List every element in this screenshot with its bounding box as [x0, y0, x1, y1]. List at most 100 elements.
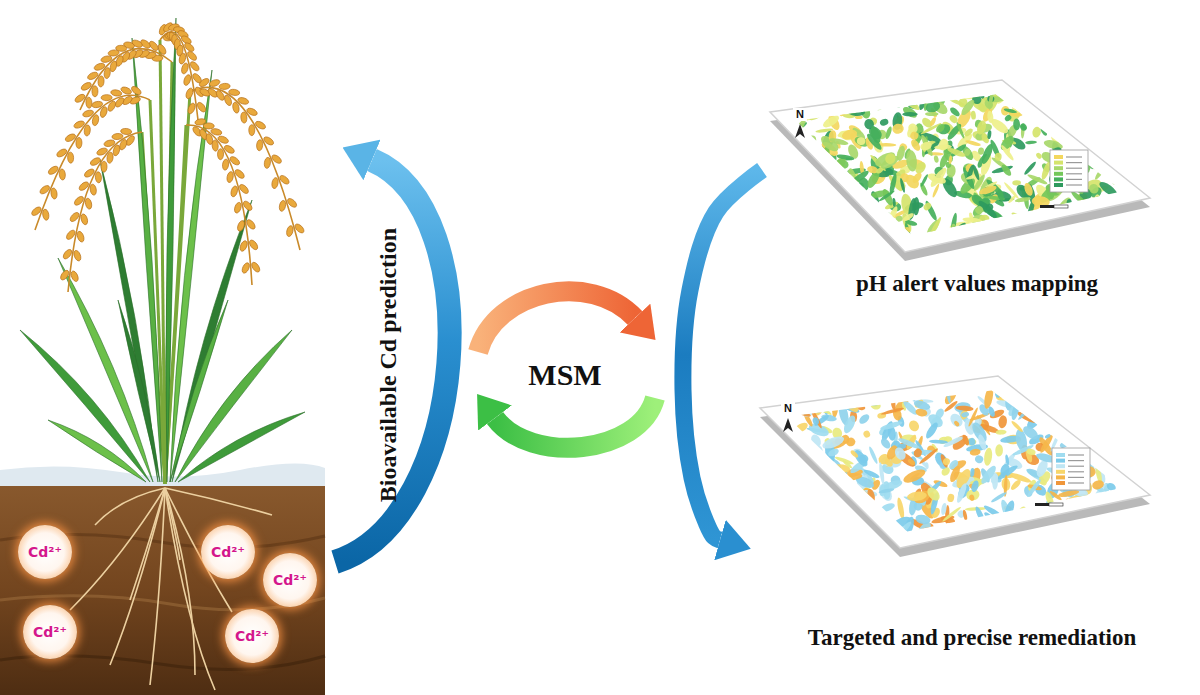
map-patch: [816, 163, 824, 175]
arrow-label: Bioavailable Cd prediction: [373, 185, 403, 545]
rice-grain: [89, 156, 102, 167]
map-patch: [878, 462, 885, 485]
map-patch: [847, 502, 862, 513]
root: [130, 488, 165, 600]
map-patch: [941, 506, 962, 523]
map-patch: [1115, 506, 1124, 514]
map-patch: [1109, 165, 1128, 187]
map-patch: [951, 224, 956, 231]
map-patch: [809, 96, 815, 107]
rice-grain: [67, 152, 73, 163]
rice-grain: [130, 85, 142, 96]
rice-grain: [86, 97, 93, 108]
map-patch: [1115, 134, 1126, 145]
panicle-stalk: [80, 49, 172, 110]
rice-grain: [99, 106, 108, 118]
map-patch: [995, 429, 1006, 435]
map-patch: [953, 520, 972, 537]
map-patch: [1063, 386, 1078, 403]
map-patch: [978, 221, 1002, 240]
legend-swatch-mini: [1054, 177, 1063, 181]
map-patch: [978, 223, 989, 245]
map-patch: [1093, 194, 1101, 207]
legend-line-mini: [1066, 162, 1082, 163]
rice-grain: [62, 248, 74, 260]
map-patch: [821, 113, 841, 129]
rice-grain: [229, 155, 241, 166]
panicle-stalk: [35, 95, 150, 230]
map-patch: [789, 513, 799, 524]
map-patch: [1022, 213, 1038, 231]
map-patch: [849, 489, 859, 501]
map-patch: [1087, 455, 1110, 463]
panicle-stalk: [186, 125, 252, 285]
rice-grain: [112, 144, 121, 156]
north-arrow: [783, 418, 793, 432]
map-patch: [860, 515, 870, 526]
rice-grain: [30, 205, 42, 217]
map-patch: [968, 212, 974, 223]
map-patch: [1066, 126, 1078, 139]
map-patch: [807, 90, 825, 105]
map-patch: [1039, 114, 1054, 130]
map-patch: [998, 385, 1012, 400]
map-patch: [798, 391, 819, 415]
map-patch: [1056, 109, 1075, 124]
map-patch: [863, 468, 881, 479]
rice-grain: [73, 249, 83, 261]
rice-grain: [233, 202, 242, 214]
map-patch: [955, 482, 968, 504]
map-patch: [841, 509, 849, 533]
map-patch: [978, 184, 998, 196]
map-patch: [1086, 126, 1102, 140]
north-arrow: [795, 124, 805, 138]
map-patch: [1093, 128, 1102, 138]
map-patch: [990, 491, 1007, 504]
map-patch: [1098, 207, 1115, 223]
map-patch: [870, 209, 893, 230]
soil: [0, 478, 325, 695]
map-patch: [862, 430, 871, 439]
map-patch: [780, 452, 795, 466]
map-patch: [809, 165, 820, 188]
map-patch: [934, 407, 946, 420]
map-patch: [845, 514, 870, 530]
map-patch: [821, 216, 837, 223]
rice-grain: [278, 174, 290, 186]
map-patch: [828, 518, 838, 527]
map-patch: [816, 481, 830, 495]
map-patch: [1043, 498, 1064, 521]
map-patch: [841, 128, 858, 141]
map-patch: [917, 93, 930, 105]
map-patch: [1078, 420, 1095, 430]
map-patch: [948, 155, 952, 164]
map-patch: [833, 228, 850, 242]
rice-grain: [237, 96, 249, 105]
map-patch: [834, 475, 849, 489]
map-patch: [1087, 133, 1106, 137]
map-patch: [924, 200, 939, 222]
map-patch: [803, 153, 827, 163]
map-patch: [1115, 127, 1119, 140]
rice-grain: [78, 180, 90, 192]
legend-swatch-mini: [1056, 464, 1065, 468]
map-patch: [1010, 401, 1021, 421]
map-patch: [1040, 417, 1063, 440]
map-patch: [815, 445, 823, 455]
rice-grain: [107, 100, 118, 113]
legend-swatch-mini: [1056, 481, 1065, 485]
map-patch: [1096, 427, 1112, 438]
rice-grain: [222, 159, 229, 171]
map-patch: [1061, 418, 1072, 440]
map-patch: [807, 110, 823, 122]
map-patch: [1076, 414, 1084, 423]
map-patch: [1043, 394, 1060, 411]
ion-label: Cd²⁺: [211, 544, 245, 560]
map-patch: [849, 169, 870, 187]
map-patch: [860, 380, 869, 402]
map-patch: [841, 196, 859, 220]
map-patch: [858, 454, 869, 464]
map-patch: [823, 473, 837, 487]
map-patch: [1104, 108, 1129, 122]
